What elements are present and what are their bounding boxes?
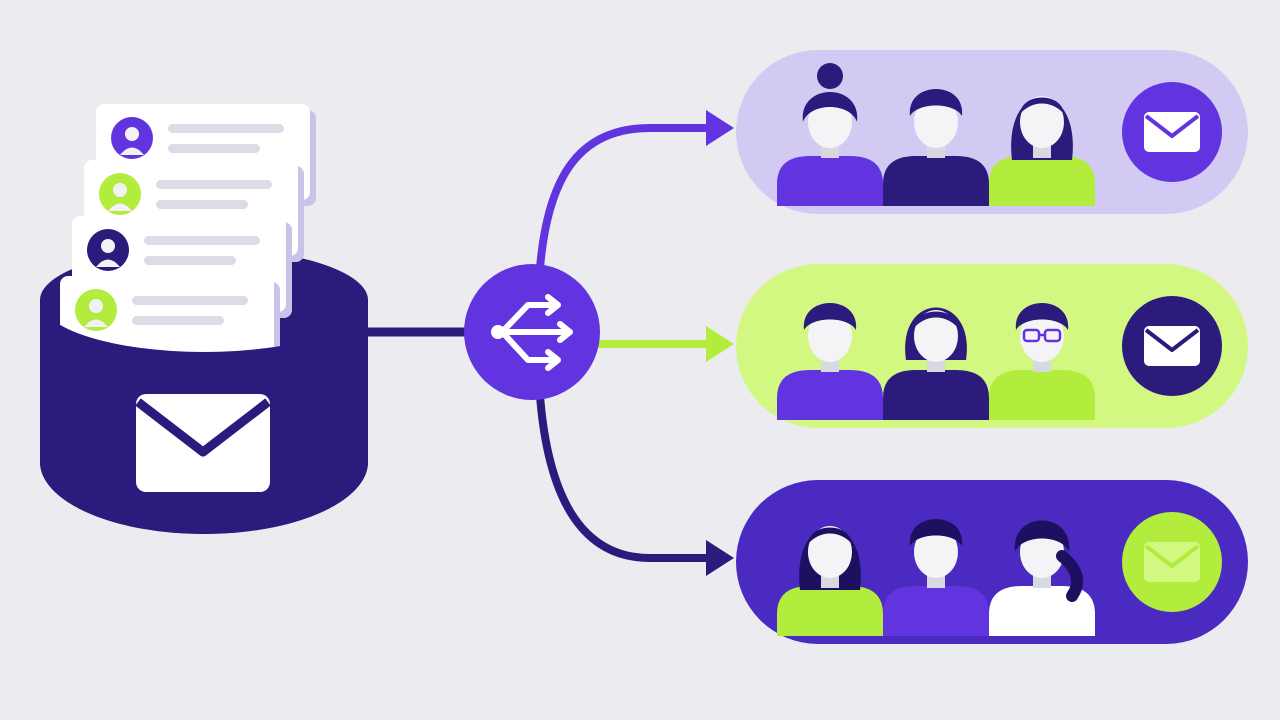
person-avatar-icon <box>777 526 883 636</box>
text-line-placeholder <box>144 236 260 245</box>
split-arrows-icon <box>491 294 573 371</box>
person-avatar-icon <box>75 289 117 331</box>
segment-top <box>736 50 1248 214</box>
person-avatar-icon <box>883 519 989 636</box>
mail-envelope-icon <box>1144 326 1200 366</box>
person-avatar-icon <box>99 173 141 215</box>
person-avatar-icon <box>777 303 883 420</box>
mail-envelope-icon <box>1144 542 1200 582</box>
segment-middle <box>736 264 1248 428</box>
arrow-head-bottom <box>706 540 734 576</box>
text-line-placeholder <box>168 124 284 133</box>
segment-bottom <box>736 480 1248 644</box>
audience-segments <box>736 50 1248 644</box>
mail-envelope-icon <box>1144 112 1200 152</box>
branch-line-top <box>536 124 716 272</box>
text-line-placeholder <box>156 180 272 189</box>
text-line-placeholder <box>132 296 248 305</box>
person-avatar-icon <box>87 229 129 271</box>
text-line-placeholder <box>132 316 224 325</box>
person-avatar-icon <box>989 520 1095 636</box>
segment-badge <box>1122 512 1222 612</box>
person-avatar-icon <box>777 63 883 206</box>
person-avatar-icon <box>883 89 989 206</box>
router-node <box>464 264 600 400</box>
person-avatar-icon <box>989 96 1095 206</box>
arrow-head-top <box>706 110 734 146</box>
branch-line-bottom <box>536 392 716 562</box>
arrow-head-middle <box>706 326 734 362</box>
person-avatar-icon <box>111 117 153 159</box>
contact-card-stack <box>60 104 316 378</box>
text-line-placeholder <box>144 256 236 265</box>
segment-badge <box>1122 296 1222 396</box>
segment-badge <box>1122 82 1222 182</box>
mail-envelope-icon <box>135 394 271 492</box>
connector-lines <box>355 110 734 576</box>
person-avatar-icon <box>989 303 1095 420</box>
glasses-icon <box>1022 328 1062 343</box>
person-avatar-icon <box>883 307 989 420</box>
text-line-placeholder <box>168 144 260 153</box>
inbox-container <box>40 104 368 534</box>
text-line-placeholder <box>156 200 248 209</box>
